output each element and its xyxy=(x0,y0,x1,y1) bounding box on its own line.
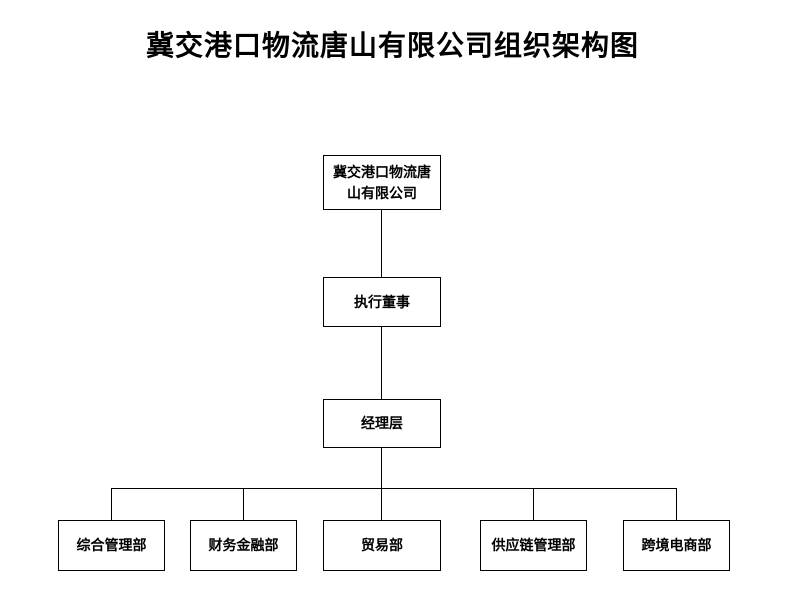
org-box-management-layer: 经理层 xyxy=(323,399,441,448)
org-box-executive-director: 执行董事 xyxy=(323,277,441,327)
connector-drop-dept-4 xyxy=(533,488,534,520)
connector-drop-dept-5 xyxy=(676,488,677,520)
org-box-company: 冀交港口物流唐山有限公司 xyxy=(323,155,441,210)
org-box-dept-supply-chain: 供应链管理部 xyxy=(480,520,587,571)
connector-drop-dept-2 xyxy=(243,488,244,520)
org-box-executive-director-label: 执行董事 xyxy=(354,293,410,310)
org-box-company-label: 冀交港口物流唐山有限公司 xyxy=(333,163,431,201)
org-box-dept-cross-border-ecommerce: 跨境电商部 xyxy=(623,520,730,571)
org-box-dept-general-admin: 综合管理部 xyxy=(58,520,165,571)
org-box-management-layer-label: 经理层 xyxy=(361,415,403,431)
org-box-dept-finance: 财务金融部 xyxy=(190,520,297,571)
org-box-dept-general-admin-label: 综合管理部 xyxy=(76,537,147,553)
org-box-dept-trade: 贸易部 xyxy=(323,520,441,571)
connector-manager-to-bus xyxy=(381,448,382,520)
connector-horizontal-bus xyxy=(111,488,677,489)
org-box-dept-trade-label: 贸易部 xyxy=(361,537,403,553)
connector-director-to-manager xyxy=(381,327,382,399)
org-box-dept-finance-label: 财务金融部 xyxy=(208,537,279,553)
org-box-dept-supply-chain-label: 供应链管理部 xyxy=(491,537,576,553)
connector-root-to-director xyxy=(381,210,382,277)
page-title: 冀交港口物流唐山有限公司组织架构图 xyxy=(145,30,639,61)
connector-drop-dept-1 xyxy=(111,488,112,520)
org-box-dept-cross-border-ecommerce-label: 跨境电商部 xyxy=(641,537,712,553)
